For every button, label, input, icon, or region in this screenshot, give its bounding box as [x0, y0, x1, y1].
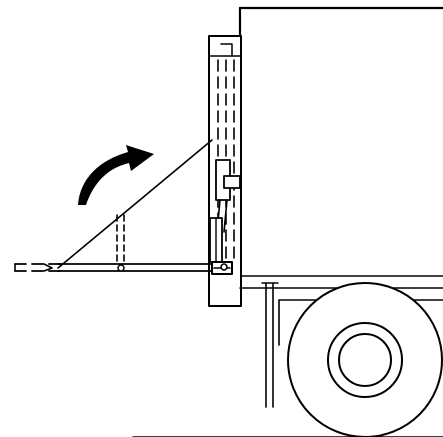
curved-arrow-clockwise-icon — [78, 145, 154, 205]
raised-arm — [57, 139, 213, 269]
lift-platform — [57, 263, 213, 272]
hydraulic-cylinder — [209, 159, 241, 263]
platform-extension-dashed — [14, 263, 63, 272]
platform-hinge — [211, 261, 233, 275]
support-strut — [116, 214, 125, 272]
rear-wheel — [287, 282, 443, 437]
cargo-box — [238, 6, 443, 278]
